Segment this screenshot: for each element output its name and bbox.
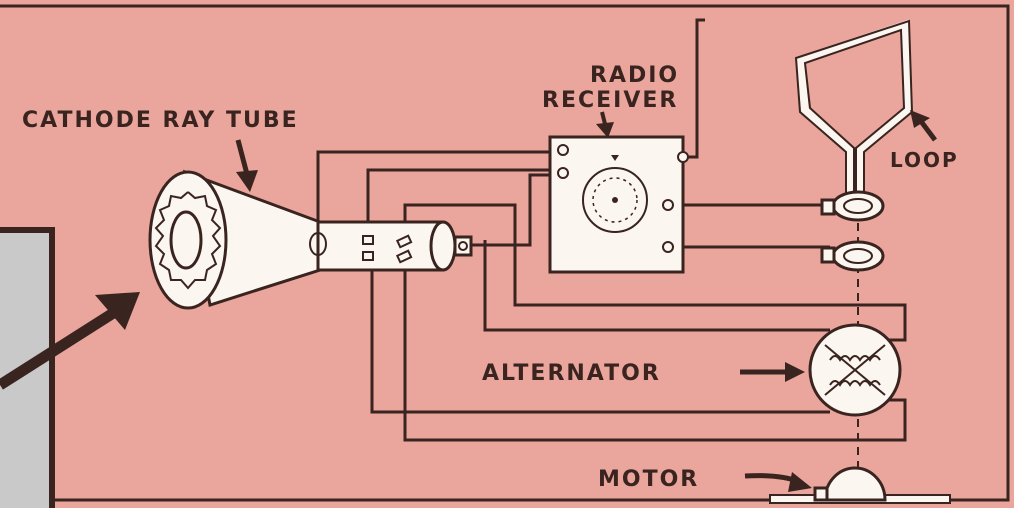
label-alternator: ALTERNATOR (482, 361, 661, 386)
cathode-ray-tube (148, 169, 473, 310)
alternator (808, 323, 902, 417)
label-receiver: RECEIVER (542, 88, 678, 113)
wiring (316, 18, 907, 500)
frame-border (0, 4, 1010, 502)
viewing-arrow (0, 292, 140, 390)
label-arrows (235, 110, 937, 492)
label-radio: RADIO (590, 63, 679, 88)
label-cathode-ray-tube: CATHODE RAY TUBE (22, 108, 299, 133)
loop-antenna (794, 19, 914, 272)
motor (769, 466, 951, 504)
label-motor: MOTOR (598, 467, 699, 492)
radio-receiver (548, 135, 689, 274)
label-loop: LOOP (890, 148, 959, 172)
